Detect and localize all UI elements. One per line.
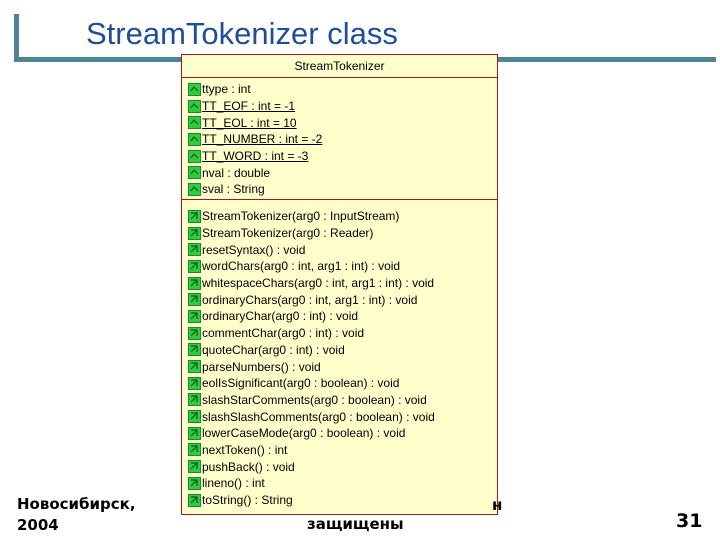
uml-operation-row: wordChars(arg0 : int, arg1 : int) : void bbox=[182, 258, 497, 275]
public-operation-icon bbox=[188, 410, 201, 424]
slide-title: StreamTokenizer class bbox=[86, 16, 398, 51]
uml-operation-text: slashStarComments(arg0 : boolean) : void bbox=[202, 392, 427, 407]
uml-operation-text: slashSlashComments(arg0 : boolean) : voi… bbox=[202, 409, 435, 424]
uml-operation-text: quoteChar(arg0 : int) : void bbox=[202, 342, 345, 357]
uml-operation-row: nextToken() : int bbox=[182, 442, 497, 459]
uml-operations-section: StreamTokenizer(arg0 : InputStream) Strea… bbox=[182, 200, 497, 508]
uml-operation-text: wordChars(arg0 : int, arg1 : int) : void bbox=[202, 259, 401, 274]
footer-year: 2004 bbox=[17, 516, 59, 534]
uml-attribute-text: sval : String bbox=[202, 182, 265, 197]
public-operation-icon bbox=[188, 343, 201, 357]
uml-operation-text: resetSyntax() : void bbox=[202, 242, 306, 257]
public-operation-icon bbox=[188, 443, 201, 457]
public-attribute-icon bbox=[188, 132, 201, 146]
uml-operation-text: StreamTokenizer(arg0 : InputStream) bbox=[202, 209, 400, 224]
public-operation-icon bbox=[188, 259, 201, 273]
uml-operation-text: lineno() : int bbox=[202, 476, 265, 491]
uml-attribute-text: TT_EOL : int = 10 bbox=[202, 115, 297, 130]
uml-operation-text: commentChar(arg0 : int) : void bbox=[202, 326, 365, 341]
uml-attribute-text: TT_EOF : int = -1 bbox=[202, 99, 296, 114]
accent-bar-vertical bbox=[14, 14, 19, 62]
uml-operation-text: whitespaceChars(arg0 : int, arg1 : int) … bbox=[202, 276, 435, 291]
page-number: 31 bbox=[676, 510, 703, 532]
public-operation-icon bbox=[188, 309, 201, 323]
uml-attribute-text: TT_WORD : int = -3 bbox=[202, 149, 309, 164]
public-operation-icon bbox=[188, 493, 201, 507]
uml-operation-row: pushBack() : void bbox=[182, 458, 497, 475]
public-operation-icon bbox=[188, 276, 201, 290]
uml-operation-text: ordinaryChar(arg0 : int) : void bbox=[202, 309, 359, 324]
uml-attribute-text: TT_NUMBER : int = -2 bbox=[202, 132, 323, 147]
public-operation-icon bbox=[188, 326, 201, 340]
footer-city: Новосибирск, bbox=[17, 495, 136, 513]
uml-attribute-row: TT_EOF : int = -1 bbox=[182, 98, 497, 115]
uml-operation-row: lowerCaseMode(arg0 : boolean) : void bbox=[182, 425, 497, 442]
uml-operation-row: slashSlashComments(arg0 : boolean) : voi… bbox=[182, 408, 497, 425]
uml-operation-text: eolIsSignificant(arg0 : boolean) : void bbox=[202, 376, 400, 391]
public-operation-icon bbox=[188, 460, 201, 474]
uml-operation-row: commentChar(arg0 : int) : void bbox=[182, 325, 497, 342]
public-operation-icon bbox=[188, 476, 201, 490]
uml-operation-row: quoteChar(arg0 : int) : void bbox=[182, 342, 497, 359]
public-attribute-icon bbox=[188, 82, 201, 96]
uml-operation-text: pushBack() : void bbox=[202, 459, 295, 474]
public-attribute-icon bbox=[188, 149, 201, 163]
uml-attribute-row: nval : double bbox=[182, 164, 497, 181]
public-attribute-icon bbox=[188, 116, 201, 130]
uml-operation-row: ordinaryChars(arg0 : int, arg1 : int) : … bbox=[182, 291, 497, 308]
uml-operation-text: nextToken() : int bbox=[202, 442, 288, 457]
public-operation-icon bbox=[188, 209, 201, 223]
footer-copyright: защищены bbox=[307, 515, 404, 533]
uml-operation-row: whitespaceChars(arg0 : int, arg1 : int) … bbox=[182, 275, 497, 292]
public-operation-icon bbox=[188, 393, 201, 407]
uml-attribute-row: ttype : int bbox=[182, 81, 497, 98]
uml-operation-row: StreamTokenizer(arg0 : Reader) bbox=[182, 225, 497, 242]
public-operation-icon bbox=[188, 426, 201, 440]
uml-operation-text: toString() : String bbox=[202, 493, 293, 508]
public-attribute-icon bbox=[188, 99, 201, 113]
public-operation-icon bbox=[188, 243, 201, 257]
uml-operation-row: slashStarComments(arg0 : boolean) : void bbox=[182, 392, 497, 409]
uml-operation-text: StreamTokenizer(arg0 : Reader) bbox=[202, 226, 374, 241]
uml-attribute-text: ttype : int bbox=[202, 82, 251, 97]
uml-operation-row: eolIsSignificant(arg0 : boolean) : void bbox=[182, 375, 497, 392]
uml-operation-row: StreamTokenizer(arg0 : InputStream) bbox=[182, 208, 497, 225]
public-operation-icon bbox=[188, 360, 201, 374]
public-operation-icon bbox=[188, 293, 201, 307]
uml-operation-row: toString() : String bbox=[182, 492, 497, 509]
uml-operation-row: parseNumbers() : void bbox=[182, 358, 497, 375]
public-operation-icon bbox=[188, 226, 201, 240]
uml-operation-row: ordinaryChar(arg0 : int) : void bbox=[182, 308, 497, 325]
uml-operation-text: parseNumbers() : void bbox=[202, 359, 321, 374]
uml-attribute-text: nval : double bbox=[202, 165, 271, 180]
public-attribute-icon bbox=[188, 182, 201, 196]
uml-operation-row: resetSyntax() : void bbox=[182, 241, 497, 258]
uml-attribute-row: TT_NUMBER : int = -2 bbox=[182, 131, 497, 148]
uml-operation-text: lowerCaseMode(arg0 : boolean) : void bbox=[202, 426, 406, 441]
uml-attribute-row: TT_WORD : int = -3 bbox=[182, 148, 497, 165]
uml-attribute-row: sval : String bbox=[182, 181, 497, 198]
uml-operation-text: ordinaryChars(arg0 : int, arg1 : int) : … bbox=[202, 292, 418, 307]
footer-location: Новосибирск, 2004 bbox=[17, 494, 136, 536]
uml-operation-row: lineno() : int bbox=[182, 475, 497, 492]
uml-class-name: StreamTokenizer bbox=[182, 55, 497, 78]
footer-fragment: н bbox=[492, 496, 503, 514]
public-operation-icon bbox=[188, 376, 201, 390]
public-attribute-icon bbox=[188, 166, 201, 180]
uml-attribute-row: TT_EOL : int = 10 bbox=[182, 114, 497, 131]
